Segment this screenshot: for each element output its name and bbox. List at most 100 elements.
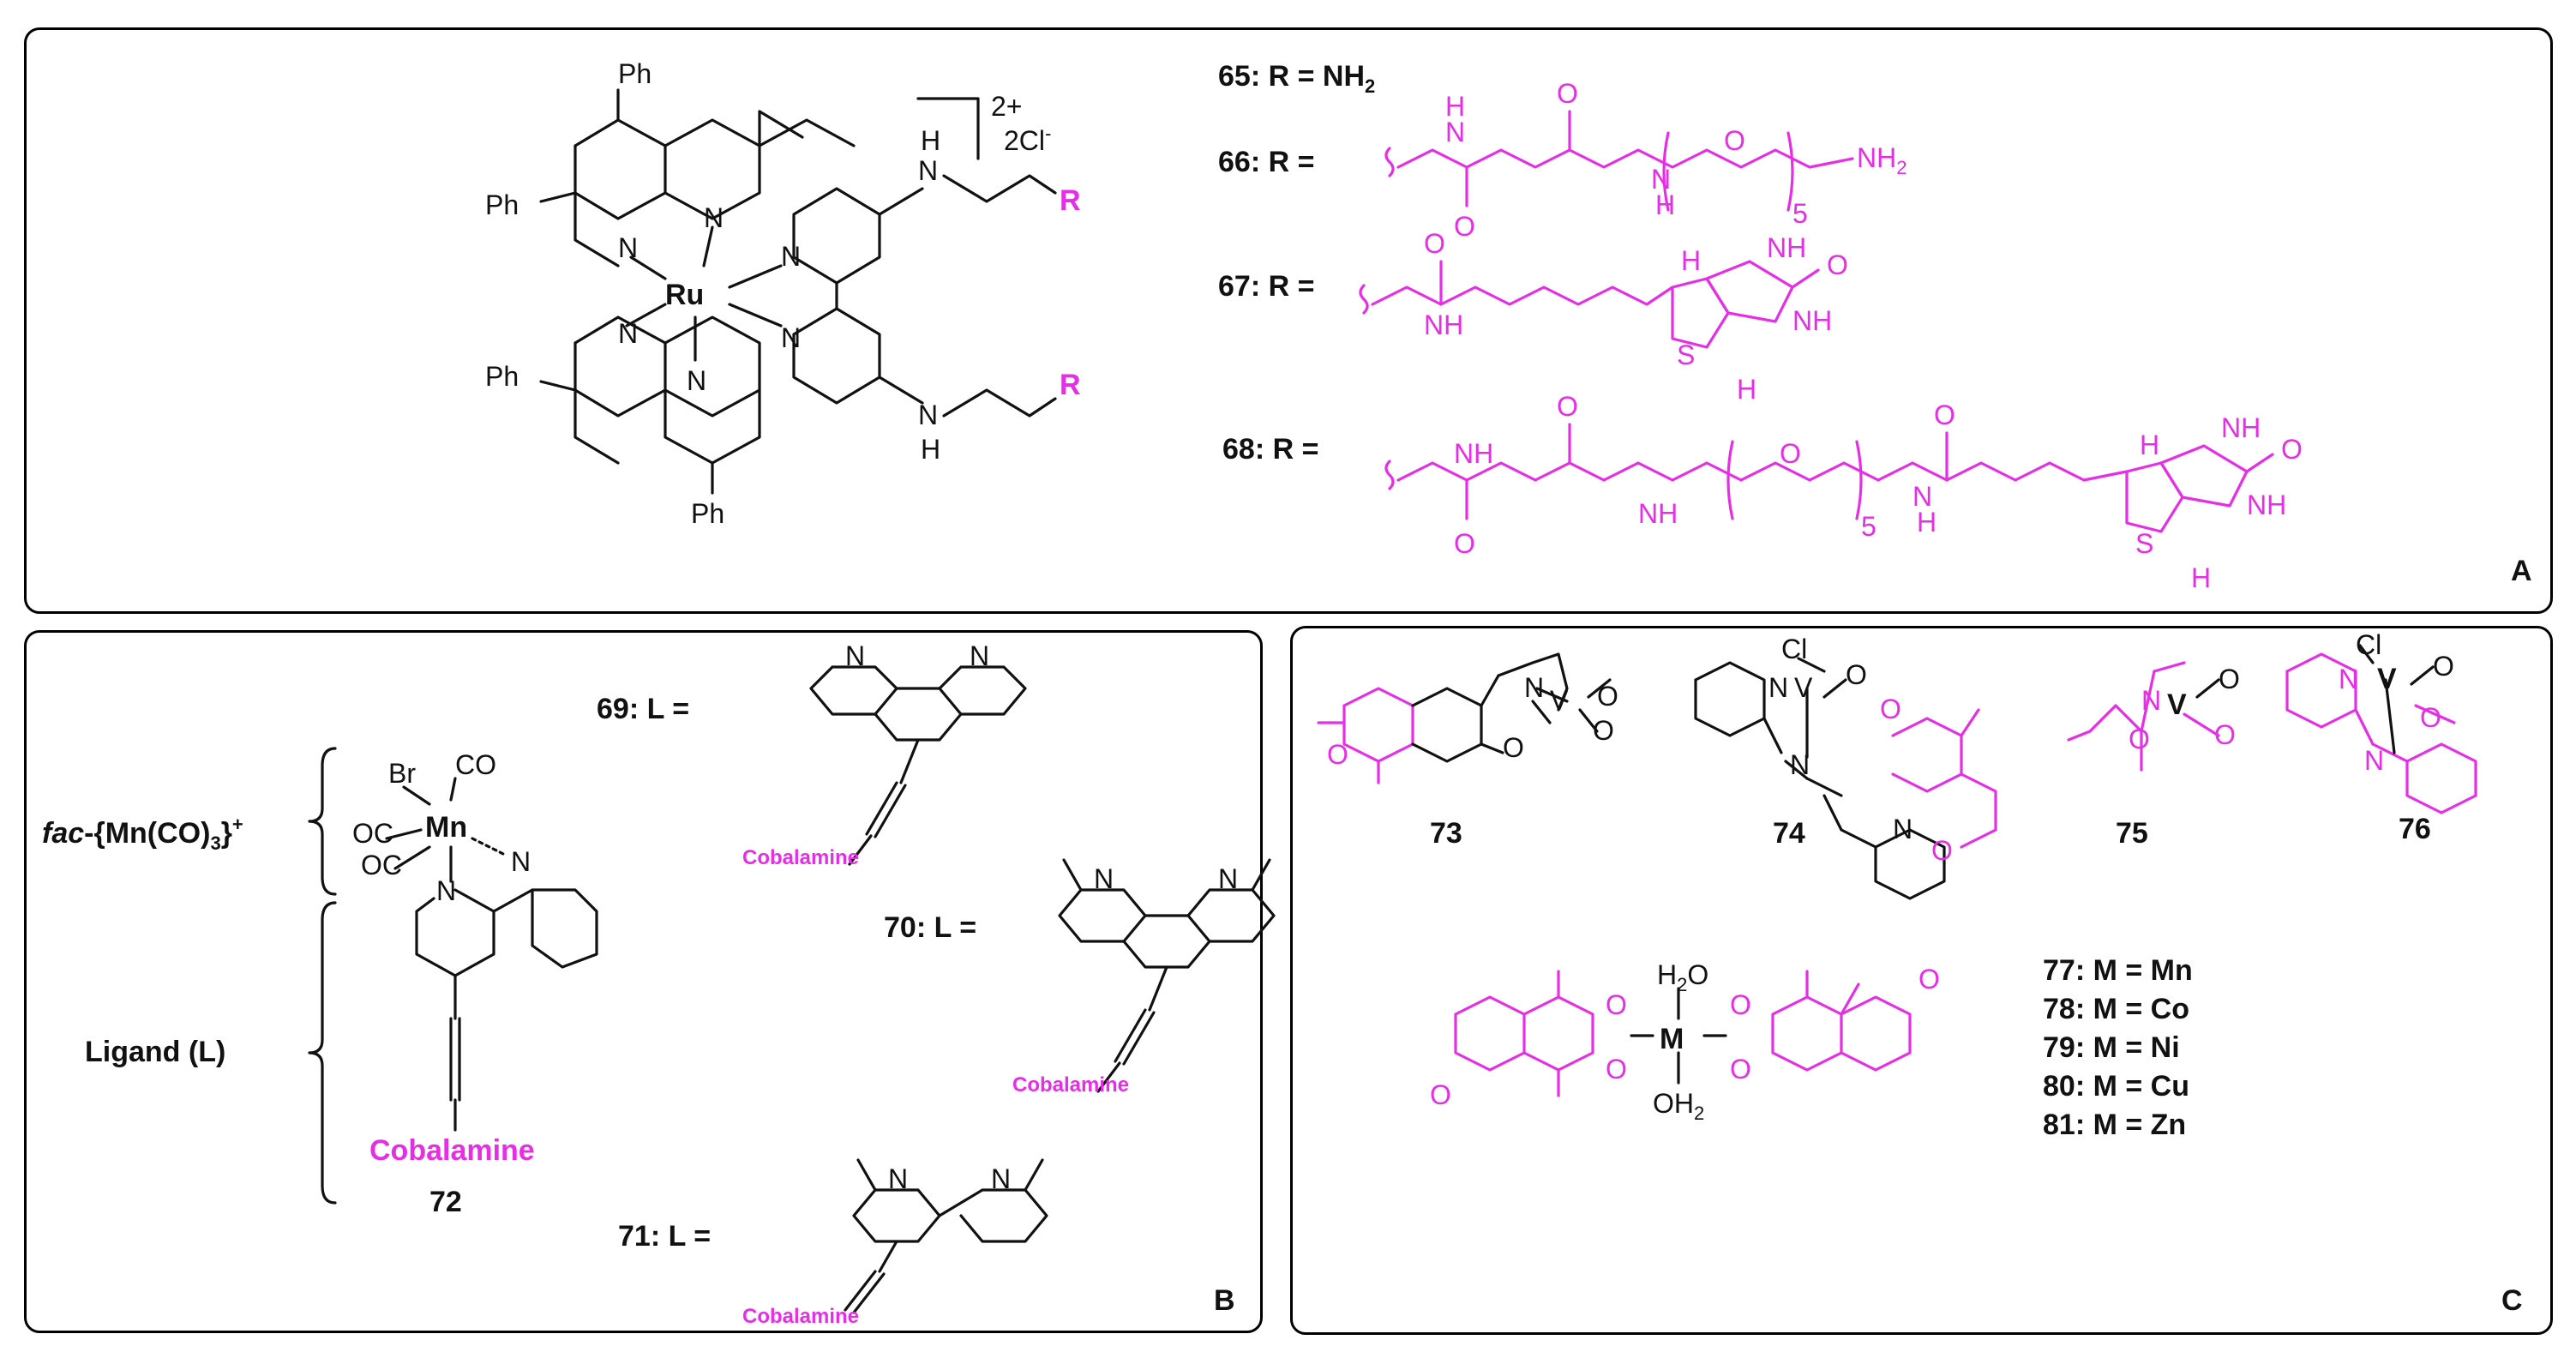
- n-atom: N: [1218, 863, 1238, 894]
- label-65: 65: R = NH2: [1218, 60, 1375, 97]
- n-atom: N: [1094, 863, 1114, 894]
- panel-b-structures: fac-{Mn(CO)3}+ Ligand (L) Br CO OC OC Mn…: [42, 640, 1276, 1328]
- label-68: 68: R =: [1222, 433, 1318, 466]
- mn-atom: Mn: [425, 811, 467, 844]
- o-atom: O: [1934, 400, 1955, 430]
- h-atom: H: [2191, 562, 2211, 593]
- nh-atom: NH: [1424, 309, 1463, 340]
- nh-atom: NH: [2247, 490, 2286, 520]
- o-atom: O: [1606, 989, 1627, 1020]
- oc-atom: OC: [361, 850, 402, 880]
- r-group-upper: R: [1060, 184, 1081, 217]
- o-atom: O: [1454, 528, 1475, 559]
- nh-h: H: [1917, 507, 1937, 538]
- h-atom: H: [1681, 245, 1701, 276]
- nh-atom: N: [1912, 481, 1932, 512]
- ph-left-lower: Ph: [485, 361, 519, 392]
- o-atom: O: [1880, 694, 1901, 724]
- cobalamine-70: Cobalamine: [1012, 1073, 1129, 1097]
- compound-75: V O N O O 75: [2067, 661, 2240, 850]
- label-74: 74: [1773, 817, 1805, 850]
- compound-72-label: 72: [429, 1186, 462, 1218]
- ligand-label: Ligand (L): [85, 1036, 225, 1068]
- r-group-66: N H O O N H O 5 NH2: [1384, 78, 1906, 242]
- n-atom: N: [618, 232, 638, 263]
- nh-lower-h: H: [921, 434, 940, 465]
- o-atom: O: [2420, 702, 2441, 733]
- nh-upper-n: N: [918, 155, 938, 186]
- panel-a: Ph Ph Ph Ph N N N N N N Ru N H N H R R 2…: [24, 27, 2553, 614]
- nh-atom: NH: [1638, 498, 1678, 529]
- ph-top: Ph: [618, 58, 652, 89]
- n-atom: N: [1768, 672, 1788, 703]
- m-atom: M: [1660, 1023, 1684, 1055]
- compound-71: N N Cobalamine: [742, 1158, 1048, 1328]
- o-atom: O: [2433, 651, 2454, 682]
- label-79: 79: M = Ni: [2043, 1031, 2180, 1064]
- o-atom: O: [2214, 719, 2236, 750]
- n-atom: N: [704, 202, 724, 233]
- panel-b: fac-{Mn(CO)3}+ Ligand (L) Br CO OC OC Mn…: [24, 630, 1276, 1333]
- o-atom: O: [1846, 659, 1867, 690]
- n-atom: N: [687, 365, 706, 396]
- o-atom: O: [1424, 228, 1445, 259]
- o-atom: O: [1327, 739, 1348, 770]
- o-atom: O: [1593, 715, 1614, 746]
- label-67: 67: R =: [1218, 270, 1314, 303]
- n-atom: N: [2339, 664, 2358, 694]
- cl-atom: Cl: [1781, 634, 1807, 664]
- o-atom: O: [2129, 724, 2150, 754]
- panel-a-letter: A: [2511, 555, 2532, 587]
- n-atom: N: [781, 241, 801, 272]
- repeat-five: 5: [1861, 511, 1876, 542]
- o-atom: O: [1430, 1079, 1451, 1110]
- cobalamine-69: Cobalamine: [742, 846, 859, 869]
- label-73: 73: [1430, 817, 1462, 850]
- o-atom: O: [1557, 78, 1578, 109]
- n-atom: N: [845, 640, 865, 671]
- o-atom: O: [1780, 438, 1801, 469]
- nh-n: N: [1445, 117, 1465, 147]
- nh-h: H: [1445, 91, 1465, 122]
- o-atom: O: [1827, 249, 1848, 280]
- n-atom: N: [618, 318, 638, 349]
- oc-atom: OC: [352, 818, 393, 849]
- o-atom: O: [1503, 732, 1524, 763]
- r-group-67: O NH S NH NH O H H: [1359, 228, 1848, 405]
- compound-69: N N Cobalamine: [742, 640, 1027, 869]
- v-atom: V: [2167, 688, 2187, 721]
- fac-label: fac-{Mn(CO)3}+: [42, 814, 243, 854]
- nh-h: H: [1655, 189, 1675, 220]
- n-atom: N: [781, 322, 801, 353]
- compound-74: V Cl O N N N O O 74: [1694, 634, 1997, 900]
- charge: 2+: [991, 91, 1022, 122]
- compound-72: Br CO OC OC Mn N N Cobalamine 72: [352, 749, 598, 1218]
- o-atom: O: [1730, 1054, 1751, 1085]
- n-atom: N: [511, 846, 531, 877]
- o-atom: O: [1597, 681, 1618, 712]
- o-atom: O: [1918, 964, 1940, 994]
- h-atom: H: [1737, 374, 1756, 405]
- panel-c: V N O O O O 73 V Cl O N N N: [1290, 626, 2553, 1335]
- o-atom: O: [1606, 1054, 1627, 1085]
- v-atom: V: [1550, 685, 1569, 716]
- h2o-top: H2O: [1657, 959, 1708, 995]
- label-78: 78: M = Co: [2043, 993, 2189, 1025]
- nh2-atom: NH2: [1857, 142, 1906, 178]
- n-atom: N: [1790, 749, 1810, 780]
- label-75: 75: [2116, 817, 2148, 850]
- co-atom: CO: [455, 749, 496, 780]
- panel-c-letter: C: [2501, 1284, 2523, 1317]
- o-atom: O: [1730, 989, 1751, 1020]
- v-atom: V: [2377, 663, 2397, 695]
- cobalamine-72: Cobalamine: [369, 1134, 535, 1167]
- n-atom: N: [1893, 814, 1912, 844]
- compound-76: V Cl O N N O 76: [2285, 629, 2477, 845]
- o-atom: O: [1724, 125, 1745, 156]
- nh-atom: NH: [2221, 412, 2261, 443]
- compound-70: N N Cobalamine: [1012, 858, 1276, 1097]
- ru-complex: Ph Ph Ph Ph N N N N N N Ru N H N H R R 2…: [485, 58, 1081, 529]
- compound-73: V N O O O O 73: [1317, 652, 1618, 850]
- panel-b-letter: B: [1214, 1284, 1235, 1317]
- label-80: 80: M = Cu: [2043, 1070, 2189, 1103]
